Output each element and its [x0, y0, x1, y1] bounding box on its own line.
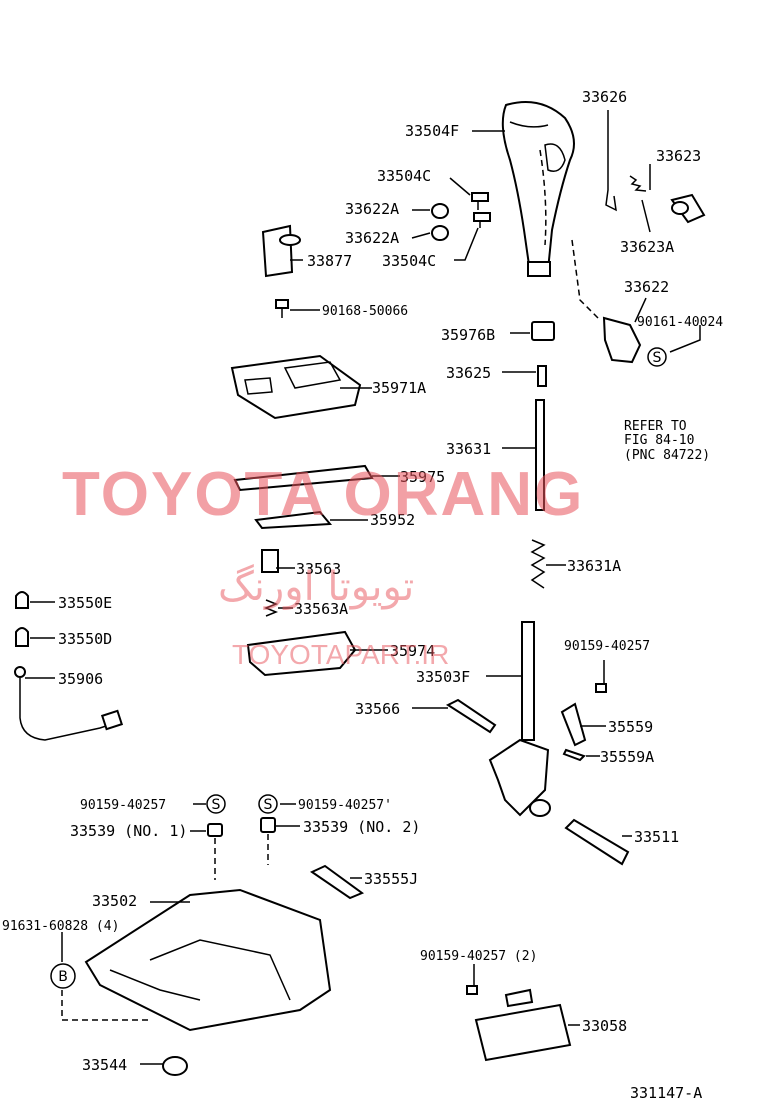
- spring-33563a: [263, 599, 279, 617]
- button-33623: [670, 193, 706, 224]
- spring-33631a: [530, 539, 546, 589]
- label-33502: 33502: [92, 892, 137, 910]
- label-33566: 33566: [355, 700, 400, 718]
- shift-knob-part: [501, 101, 575, 277]
- label-33511: 33511: [634, 828, 679, 846]
- label-33550d: 33550D: [58, 630, 112, 648]
- label-33504c-bottom: 33504C: [382, 252, 436, 270]
- svg-text:S: S: [212, 797, 221, 813]
- watermark-brand: TOYOTA ORANG: [62, 460, 584, 529]
- lever-33503f: [488, 621, 551, 817]
- module-33058: [474, 988, 572, 1062]
- plate-35952: [254, 510, 333, 530]
- label-fig-84-10: FIG 84-10: [624, 433, 694, 448]
- label-33631a: 33631A: [567, 557, 621, 575]
- screw-90159-module: [466, 985, 478, 995]
- label-33625: 33625: [446, 364, 491, 382]
- block-35976b: [531, 321, 555, 341]
- marker-b-1: B: [50, 963, 76, 989]
- screw-90168: [275, 299, 289, 318]
- label-33623: 33623: [656, 147, 701, 165]
- label-33504f: 33504F: [405, 122, 459, 140]
- svg-text:B: B: [58, 969, 68, 985]
- panel-35971a: [230, 354, 362, 420]
- label-33877: 33877: [307, 252, 352, 270]
- bushing-33539-no1: [207, 823, 223, 880]
- label-33623a: 33623A: [620, 238, 674, 256]
- cap-33622a-bottom: [431, 225, 449, 241]
- clip-33626: [605, 110, 617, 212]
- button-assembly-33622: [571, 239, 642, 364]
- pin-33625: [537, 365, 547, 387]
- label-pnc-84722: (PNC 84722): [624, 448, 710, 463]
- label-33504c-top: 33504C: [377, 167, 431, 185]
- label-33626: 33626: [582, 88, 627, 106]
- label-90159-40257-right: 90159-40257: [564, 639, 650, 654]
- label-90159-40257-module: 90159-40257 (2): [420, 949, 537, 964]
- label-33563a: 33563A: [294, 600, 348, 618]
- pin-33511: [564, 818, 630, 866]
- socket-33550d: [15, 627, 29, 647]
- label-33503f: 33503F: [416, 668, 470, 686]
- label-35559a: 35559A: [600, 748, 654, 766]
- marker-s-1: S: [647, 347, 667, 367]
- label-33539-no1: 33539 (NO. 1): [70, 822, 187, 840]
- label-33539-no2: 33539 (NO. 2): [303, 818, 420, 836]
- label-33622a-bottom: 33622A: [345, 229, 399, 247]
- label-90159-40257-left: 90159-40257: [80, 798, 166, 813]
- label-33544: 33544: [82, 1056, 127, 1074]
- lever-35559: [560, 702, 587, 747]
- diagram-id: 331147-A: [630, 1084, 702, 1102]
- label-91631-60828: 91631-60828 (4): [2, 919, 119, 934]
- marker-s-3: S: [258, 794, 278, 814]
- svg-text:S: S: [653, 350, 662, 366]
- bulb-33550e: [15, 591, 29, 609]
- strip-33555j: [309, 864, 365, 900]
- label-35976b: 35976B: [441, 326, 495, 344]
- svg-text:S: S: [264, 797, 273, 813]
- label-35559: 35559: [608, 718, 653, 736]
- label-35974: 35974: [390, 642, 435, 660]
- label-33563: 33563: [296, 560, 341, 578]
- label-35971a: 35971A: [372, 379, 426, 397]
- label-35975: 35975: [400, 468, 445, 486]
- label-90161-40024: 90161-40024: [637, 315, 723, 330]
- label-90168-50066: 90168-50066: [322, 304, 408, 319]
- slide-35975: [233, 464, 374, 492]
- screw-33504c-bottom: [473, 212, 491, 228]
- bushing-33544: [162, 1056, 188, 1076]
- watermark-url: TOYOTAPART.IR: [232, 639, 449, 670]
- plate-33877: [261, 224, 301, 278]
- bushing-33539-no2: [260, 817, 276, 865]
- label-33631: 33631: [446, 440, 491, 458]
- label-33550e: 33550E: [58, 594, 112, 612]
- spring-33623a: [629, 175, 647, 192]
- label-33555j: 33555J: [364, 870, 418, 888]
- label-35952: 35952: [370, 511, 415, 529]
- label-33622: 33622: [624, 278, 669, 296]
- screw-33504c-top: [471, 192, 489, 210]
- wire-harness-35906: [14, 666, 124, 741]
- label-35906: 35906: [58, 670, 103, 688]
- marker-s-2: S: [206, 794, 226, 814]
- cap-33622a-top: [431, 203, 449, 219]
- base-33502: [62, 888, 332, 1032]
- plate-35974: [246, 630, 357, 677]
- clip-35559a: [562, 748, 586, 762]
- leader-lines: [25, 130, 701, 1065]
- pin-33563: [261, 549, 279, 573]
- rod-33631: [535, 399, 545, 511]
- label-refer-to: REFER TO: [624, 419, 687, 434]
- label-33058: 33058: [582, 1017, 627, 1035]
- pin-33566: [445, 698, 497, 734]
- label-33622a-top: 33622A: [345, 200, 399, 218]
- watermark-farsi: تویوتا اورنگ: [218, 564, 414, 610]
- screw-90159-right: [595, 683, 607, 693]
- label-90159-40257-mid: 90159-40257': [298, 798, 392, 813]
